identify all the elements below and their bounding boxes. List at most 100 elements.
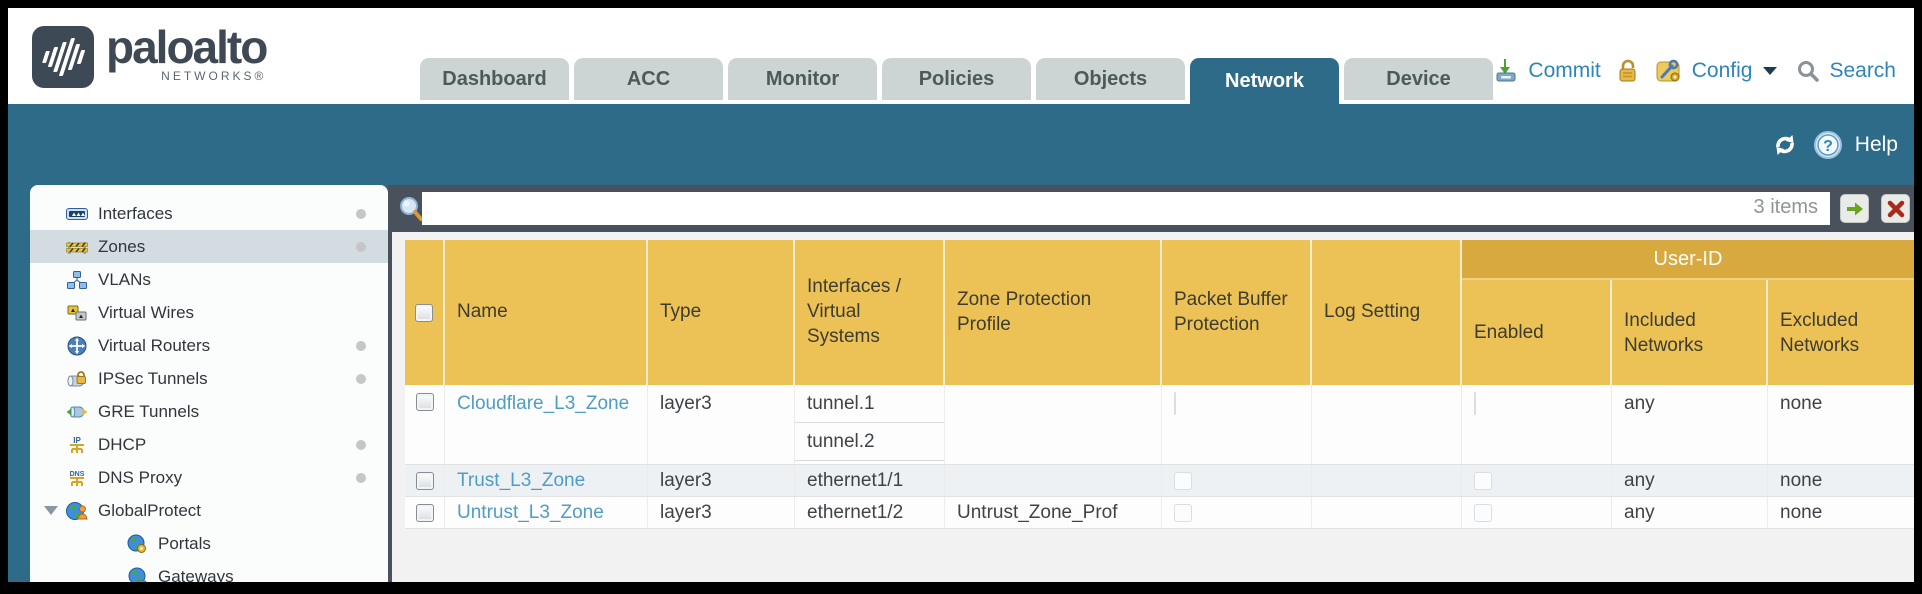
apply-filter-button[interactable] [1840,194,1869,223]
sidebar-item-label: GRE Tunnels [98,401,200,421]
help-icon[interactable]: ? [1813,130,1843,160]
included-networks: any [1612,385,1768,464]
column-header-enabled[interactable]: Enabled [1462,240,1612,385]
dhcp-icon: IP [66,435,88,455]
column-header-included-networks[interactable]: Included Networks [1612,240,1768,385]
tab-objects[interactable]: Objects [1036,58,1185,100]
zone-type: layer3 [648,465,795,496]
network-sidebar: Interfaces Zones VLANs Virtual Wires Vir… [30,185,388,582]
status-dot [356,340,366,351]
zone-name-link[interactable]: Trust_L3_Zone [457,469,586,491]
sidebar-item-label: Virtual Wires [98,302,195,322]
table-row: Cloudflare_L3_Zone layer3 tunnel.1 tunne… [405,385,1914,465]
sidebar-item-ipsec-tunnels[interactable]: IPSec Tunnels [30,362,388,395]
excluded-networks: none [1780,393,1823,414]
log-setting [1312,385,1462,464]
sidebar-item-label: DNS Proxy [98,467,183,487]
zone-type: layer3 [648,497,795,528]
zone-protection-profile: Untrust_Zone_Prof [945,497,1162,528]
tab-policies[interactable]: Policies [882,58,1031,100]
status-dot [356,373,366,384]
svg-text:DNS: DNS [70,471,85,478]
search-icon [1796,59,1820,83]
sidebar-item-dhcp[interactable]: IP DHCP [30,428,388,461]
commit-button[interactable]: Commit [1528,59,1601,82]
virtual-routers-icon [66,336,88,356]
filter-input[interactable] [422,192,1830,225]
column-header-excluded-networks[interactable]: Excluded Networks [1780,309,1860,356]
sidebar-content-divider [388,185,392,582]
filter-bar: 3 items [392,185,1914,232]
log-setting [1312,465,1462,496]
zone-name-link[interactable]: Untrust_L3_Zone [457,501,604,523]
virtual-wires-icon [66,303,88,323]
user-id-enabled-checkbox[interactable] [1474,392,1476,415]
refresh-icon[interactable] [1771,131,1799,159]
filter-search-icon [398,195,424,228]
tab-acc[interactable]: ACC [574,58,723,100]
column-header-packet-buffer-protection[interactable]: Packet Buffer Protection [1162,240,1312,385]
select-all-checkbox[interactable] [415,303,433,322]
paloalto-logo-icon [32,26,94,88]
paloalto-logo: paloalto NETWORKS® [32,22,268,88]
column-header-zone-protection-profile[interactable]: Zone Protection Profile [945,240,1162,385]
header-actions: Commit Config Search [1493,58,1896,84]
sidebar-item-virtual-wires[interactable]: Virtual Wires [30,296,388,329]
globalprotect-icon [66,501,88,521]
row-checkbox[interactable] [415,503,434,522]
tab-device[interactable]: Device [1344,58,1493,100]
sidebar-item-virtual-routers[interactable]: Virtual Routers [30,329,388,362]
lock-icon[interactable] [1616,58,1640,84]
zone-protection-profile [945,385,1162,464]
help-label[interactable]: Help [1854,133,1898,156]
excluded-networks: none [1780,469,1823,491]
config-button[interactable]: Config [1691,59,1753,82]
sidebar-item-label: DHCP [98,434,147,454]
status-dot [356,208,366,219]
sidebar-item-label: Zones [98,236,146,256]
clear-filter-button[interactable] [1881,194,1910,223]
status-dot [356,439,366,450]
brand-sub: NETWORKS® [161,68,267,83]
zone-interfaces: tunnel.1 tunnel.2 [795,385,945,464]
packet-buffer-protection-checkbox[interactable] [1174,471,1192,490]
sidebar-item-interfaces[interactable]: Interfaces [30,197,388,230]
sidebar-item-zones[interactable]: Zones [30,230,388,263]
sidebar-item-portals[interactable]: Portals [30,527,388,560]
interface-item: tunnel.2 [795,423,944,461]
status-dot [356,241,366,252]
user-id-enabled-checkbox[interactable] [1474,503,1492,522]
user-id-enabled-checkbox[interactable] [1474,471,1492,490]
portals-icon [126,534,148,554]
zones-content: 3 items User-ID Name Type Interfaces / V… [392,185,1914,582]
sidebar-item-globalprotect[interactable]: GlobalProtect [30,494,388,527]
config-caret-icon[interactable] [1763,67,1778,75]
sidebar-item-vlans[interactable]: VLANs [30,263,388,296]
column-header-type[interactable]: Type [648,240,795,385]
tab-monitor[interactable]: Monitor [728,58,877,100]
packet-buffer-protection-checkbox[interactable] [1174,392,1176,415]
column-header-log-setting[interactable]: Log Setting [1312,240,1462,385]
sidebar-item-label: Virtual Routers [98,335,211,355]
content-toolbar: ? Help [1771,130,1898,160]
tab-dashboard[interactable]: Dashboard [420,58,569,100]
row-checkbox[interactable] [415,393,434,411]
tab-network[interactable]: Network [1190,58,1339,104]
zone-type: layer3 [648,385,795,464]
sidebar-item-dns-proxy[interactable]: DNS DNS Proxy [30,461,388,494]
zone-name-link[interactable]: Cloudflare_L3_Zone [457,393,630,414]
row-checkbox[interactable] [415,471,434,490]
zones-icon [66,237,88,257]
sidebar-item-gateways[interactable]: Gateways [30,560,388,582]
expand-triangle-icon[interactable] [44,506,58,515]
column-header-name[interactable]: Name [445,240,648,385]
zone-protection-profile [945,465,1162,496]
search-button[interactable]: Search [1829,59,1896,82]
packet-buffer-protection-checkbox[interactable] [1174,503,1192,522]
main-tabs: Dashboard ACC Monitor Policies Objects N… [420,58,1493,104]
column-header-interfaces[interactable]: Interfaces / Virtual Systems [795,240,945,385]
included-networks: any [1612,497,1768,528]
sidebar-item-gre-tunnels[interactable]: GRE Tunnels [30,395,388,428]
interface-item: tunnel.1 [795,385,944,423]
